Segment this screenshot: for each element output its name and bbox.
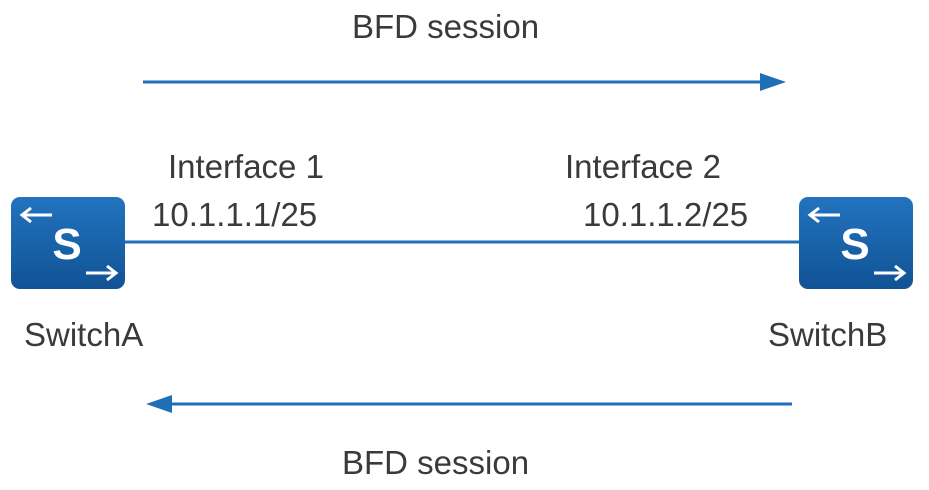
switch-a-interface-name: Interface 1 [168,148,324,185]
top-session-arrow [143,73,786,91]
switch-a-icon: S [10,196,126,290]
switch-a-interface-address: 10.1.1.1/25 [152,196,318,233]
switch-b-glyph: S [840,220,869,269]
top-session-label: BFD session [352,8,540,45]
bottom-session-label: BFD session [342,444,530,481]
switch-b-interface-address: 10.1.1.2/25 [583,196,749,233]
switch-b-interface-name: Interface 2 [565,148,721,185]
switch-b-name: SwitchB [768,316,888,353]
switch-a-name: SwitchA [24,316,144,353]
bottom-session-arrow [146,395,792,413]
switch-b-icon: S [798,196,914,290]
switch-a-glyph: S [52,220,81,269]
